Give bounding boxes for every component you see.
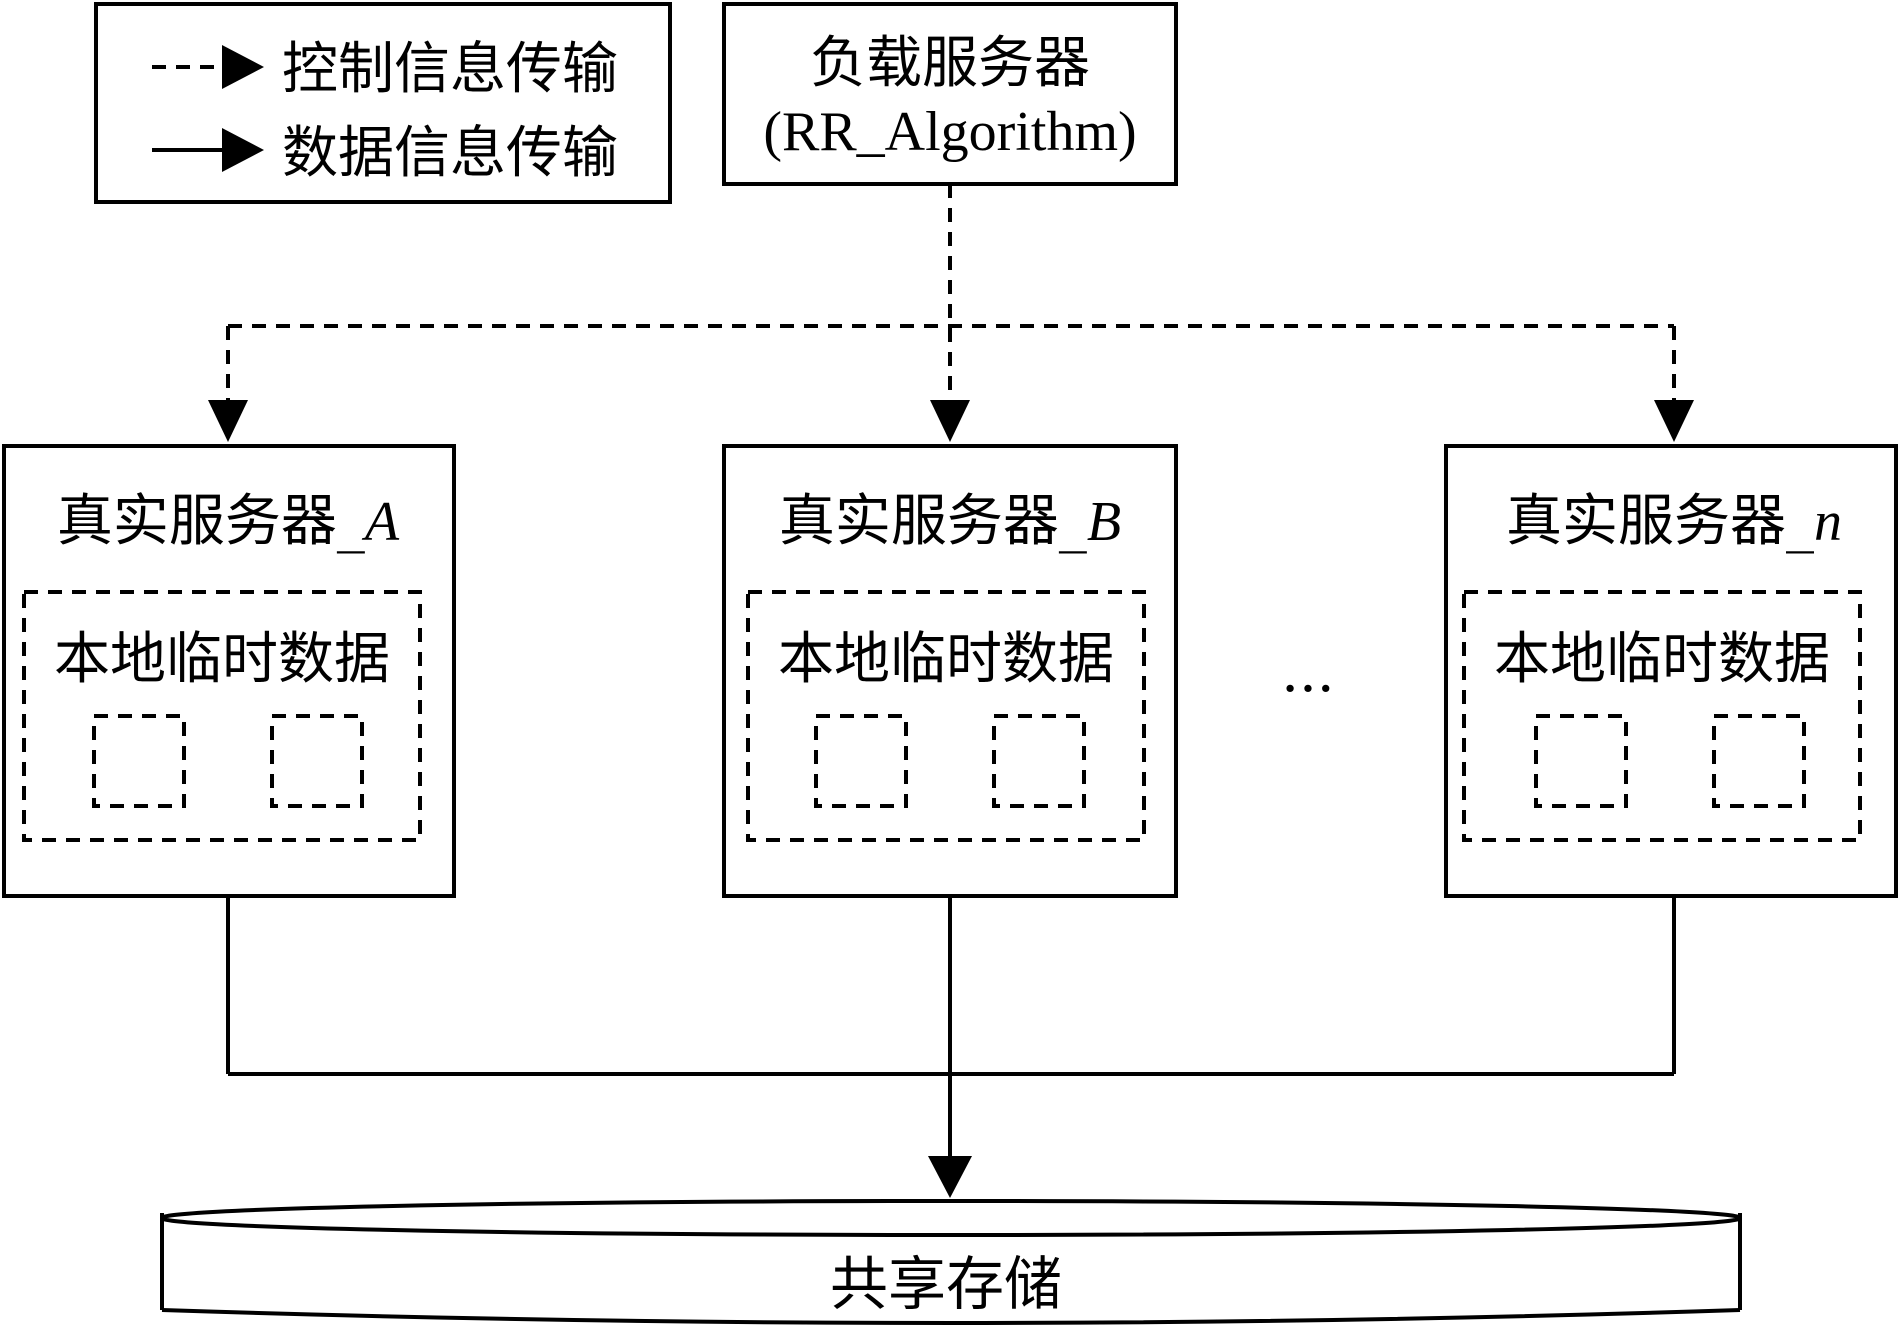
load-server-node: 负载服务器 (RR_Algorithm) [722,2,1178,186]
server-b-storage-label: 本地临时数据 [778,627,1114,692]
real-server-a: 真实服务器_A 本地临时数据 [2,444,456,898]
legend: 控制信息传输 数据信息传输 [94,2,672,204]
arrowhead-to-server-n-icon [1654,400,1694,442]
legend-data-label: 数据信息传输 [282,121,618,186]
server-n-storage-label: 本地临时数据 [1494,627,1830,692]
real-server-b: 真实服务器_B 本地临时数据 [722,444,1178,898]
server-a-data-block-1 [92,714,186,808]
control-connectors [208,184,1694,442]
server-n-data-block-2 [1712,714,1806,808]
server-a-storage-label: 本地临时数据 [54,627,390,692]
server-b-data-block-2 [992,714,1086,808]
legend-dashed-arrowhead-icon [222,45,264,89]
shared-storage-node: 共享存储 [160,1199,1742,1325]
legend-control-label: 控制信息传输 [282,37,618,102]
server-n-title: 真实服务器_n [1506,489,1842,554]
server-b-data-block-1 [814,714,908,808]
load-server-title: 负载服务器 [810,31,1090,96]
real-server-n: 真实服务器_n 本地临时数据 [1444,444,1898,898]
server-n-data-block-1 [1534,714,1628,808]
data-connectors [226,896,1676,1198]
server-a-title: 真实服务器_A [57,489,400,554]
arrowhead-to-server-b-icon [930,400,970,442]
arrowhead-to-server-a-icon [208,400,248,442]
legend-solid-arrowhead-icon [222,128,264,172]
server-b-local-storage [746,590,1146,842]
server-a-data-block-2 [270,714,364,808]
shared-storage-label: 共享存储 [830,1250,1062,1318]
load-server-algorithm: (RR_Algorithm) [763,101,1136,163]
server-n-local-storage [1462,590,1862,842]
arrowhead-to-shared-storage-icon [928,1156,972,1198]
server-b-title: 真实服务器_B [779,489,1121,554]
server-a-local-storage [22,590,422,842]
more-servers-ellipsis: ··· [1281,657,1334,722]
